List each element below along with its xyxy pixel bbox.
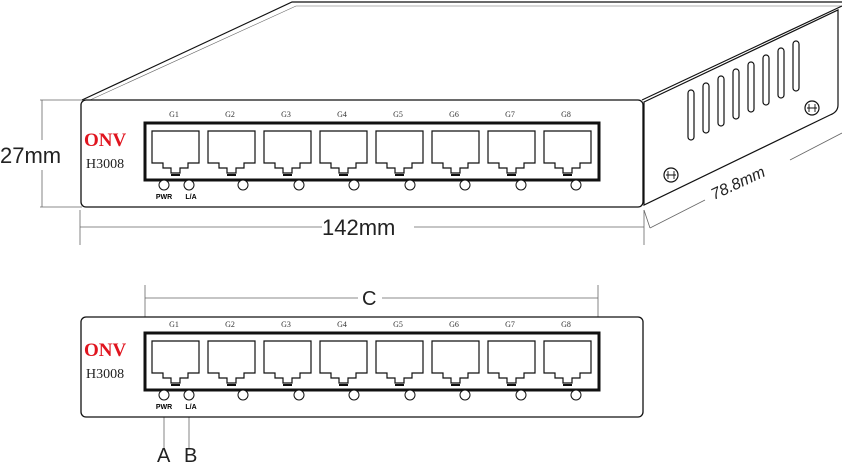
vent-slot — [702, 82, 710, 134]
port-label: G8 — [561, 110, 571, 119]
pwr-label: PWR — [156, 404, 172, 411]
port-label: G4 — [337, 320, 347, 329]
model-label: H3008 — [86, 367, 124, 382]
callout-b: B — [184, 445, 197, 462]
vent-slot — [717, 75, 725, 127]
screw-icon — [804, 100, 820, 116]
rj45-port[interactable] — [543, 340, 592, 384]
rj45-port[interactable] — [151, 340, 200, 384]
vent-slot — [687, 89, 695, 141]
led-indicator — [404, 179, 416, 191]
led-indicator — [158, 179, 170, 191]
led-indicator — [570, 389, 582, 401]
rj45-port[interactable] — [151, 130, 200, 174]
port-label: G4 — [337, 110, 347, 119]
la-label: L/A — [185, 404, 196, 411]
led-indicator — [515, 389, 527, 401]
port-label: G6 — [449, 320, 459, 329]
port-label: G7 — [505, 320, 515, 329]
rj45-port[interactable] — [375, 130, 424, 174]
rj45-port[interactable] — [207, 340, 256, 384]
port-label: G1 — [169, 110, 179, 119]
screw-icon — [663, 167, 679, 183]
led-indicator — [459, 389, 471, 401]
rj45-port[interactable] — [431, 130, 480, 174]
brand-logo: ONV — [84, 340, 127, 361]
led-indicator — [293, 389, 305, 401]
port-label: G8 — [561, 320, 571, 329]
port-label: G5 — [393, 110, 403, 119]
rj45-port[interactable] — [263, 130, 312, 174]
led-indicator — [237, 179, 249, 191]
port-label: G3 — [281, 110, 291, 119]
callout-a: A — [157, 445, 171, 462]
rj45-port[interactable] — [319, 130, 368, 174]
led-indicator — [183, 389, 195, 401]
vent-slot — [747, 61, 755, 113]
port-label: G6 — [449, 110, 459, 119]
led-indicator — [158, 389, 170, 401]
height-dimension: 27mm — [0, 143, 61, 168]
brand-logo: ONV — [84, 130, 127, 151]
vent-slot — [762, 54, 770, 106]
led-indicator — [183, 179, 195, 191]
rj45-port[interactable] — [207, 130, 256, 174]
led-indicator — [570, 179, 582, 191]
led-indicator — [293, 179, 305, 191]
led-indicator — [348, 179, 360, 191]
led-indicator — [515, 179, 527, 191]
rj45-port[interactable] — [487, 340, 536, 384]
port-label: G2 — [225, 320, 235, 329]
vent-slots — [687, 40, 800, 141]
led-indicator — [459, 179, 471, 191]
vent-slot — [792, 40, 800, 92]
model-label: H3008 — [86, 157, 124, 172]
pwr-label: PWR — [156, 194, 172, 201]
callout-c: C — [362, 288, 376, 310]
rj45-port[interactable] — [375, 340, 424, 384]
rj45-port[interactable] — [543, 130, 592, 174]
led-indicator — [348, 389, 360, 401]
dimension-lines — [40, 99, 842, 448]
side-panel — [643, 9, 839, 206]
led-indicator — [404, 389, 416, 401]
port-label: G5 — [393, 320, 403, 329]
rj45-port[interactable] — [431, 340, 480, 384]
port-label: G1 — [169, 320, 179, 329]
vent-slot — [777, 47, 785, 99]
led-indicator — [237, 389, 249, 401]
top-face — [81, 1, 842, 101]
rj45-port[interactable] — [263, 340, 312, 384]
width-dimension: 142mm — [322, 215, 395, 240]
port-label: G3 — [281, 320, 291, 329]
port-label: G7 — [505, 110, 515, 119]
port-label: G2 — [225, 110, 235, 119]
la-label: L/A — [185, 194, 196, 201]
rj45-port[interactable] — [319, 340, 368, 384]
vent-slot — [732, 68, 740, 120]
rj45-port[interactable] — [487, 130, 536, 174]
